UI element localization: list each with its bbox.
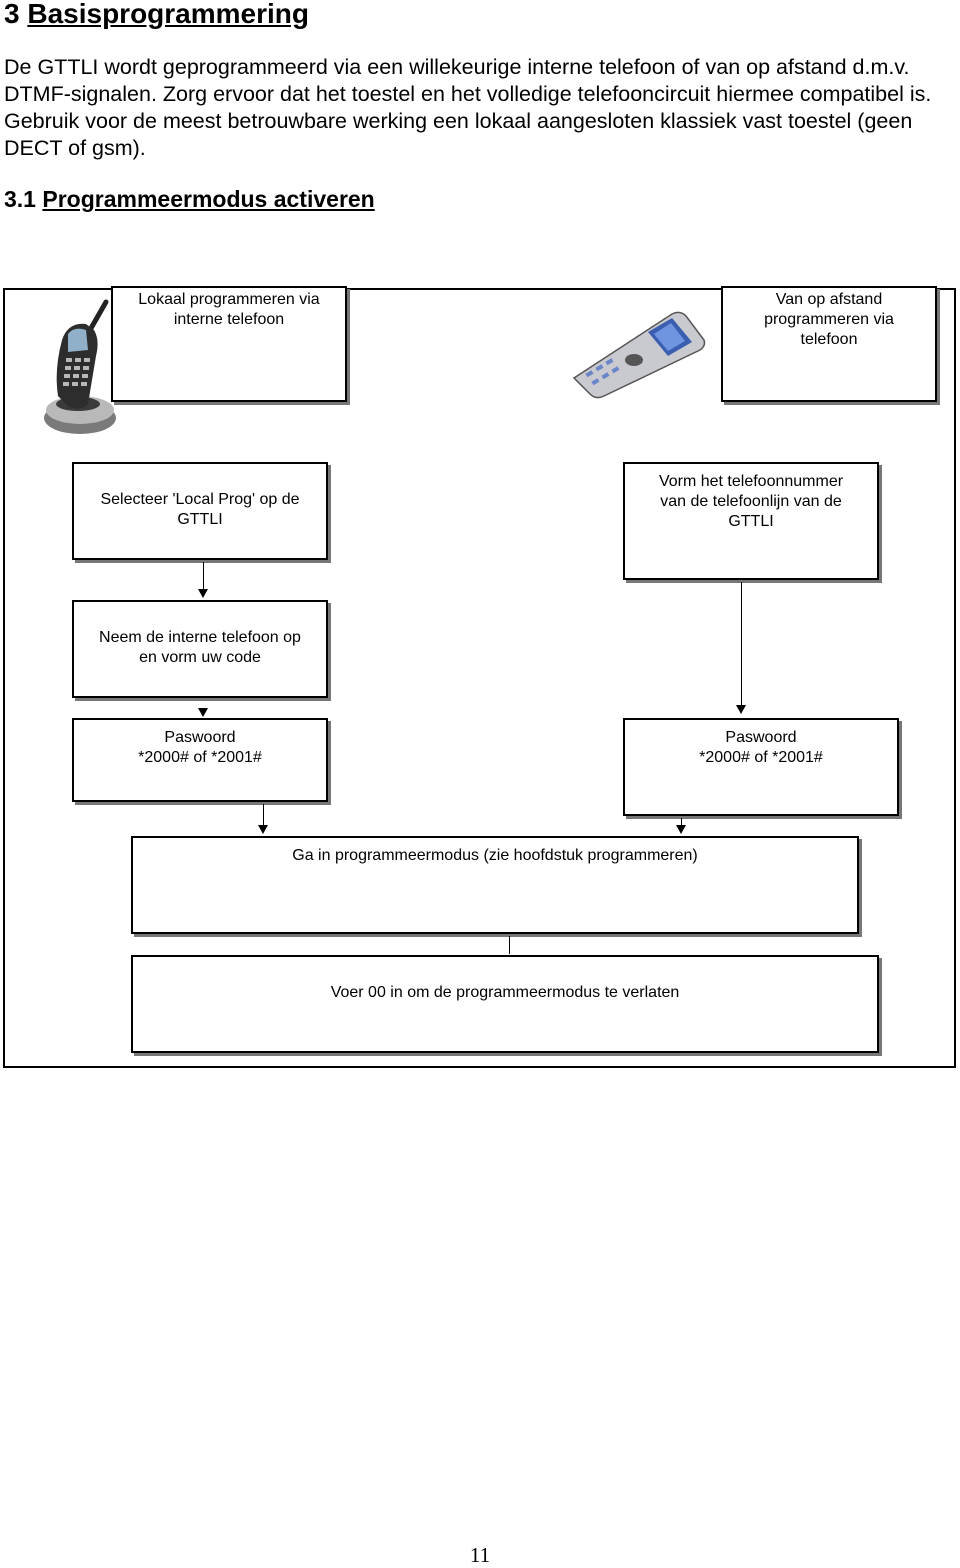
arrow-head [198, 708, 208, 717]
flowchart-frame [3, 288, 956, 1068]
local-password-codes: *2000# of *2001# [138, 749, 262, 766]
cordless-phone-icon [44, 299, 116, 434]
local-header-line1: Lokaal programmeren via [138, 291, 320, 308]
arrow-head [258, 825, 268, 834]
remote-password-label: Paswoord [725, 729, 797, 746]
section-number: 3.1 [4, 186, 36, 212]
local-programming-box: Lokaal programmeren via interne telefoon [111, 286, 347, 402]
enter-mode-text: Ga in programmeermodus (zie hoofdstuk pr… [292, 847, 698, 864]
enter-program-mode-box: Ga in programmeermodus (zie hoofdstuk pr… [131, 836, 859, 934]
remote-password-box: Paswoord *2000# of *2001# [623, 718, 899, 816]
remote-step1-line1: Vorm het telefoonnummer [658, 473, 844, 490]
connector-line [203, 562, 204, 590]
arrow-head [736, 705, 746, 714]
local-header-line2: interne telefoon [173, 311, 285, 328]
local-password-box: Paswoord *2000# of *2001# [72, 718, 328, 802]
arrow-head [676, 825, 686, 834]
local-step2-line2: en vorm uw code [139, 649, 261, 666]
arrow-head [198, 589, 208, 598]
chapter-number: 3 [4, 0, 20, 29]
chapter-title: Basisprogrammering [27, 0, 309, 29]
chapter-heading: 3 Basisprogrammering [4, 0, 309, 30]
exit-mode-text: Voer 00 in om de programmeermodus te ver… [330, 984, 680, 1001]
remote-password-codes: *2000# of *2001# [699, 749, 823, 766]
connector-line [741, 582, 742, 706]
remote-header-line1: Van op afstand [775, 291, 883, 308]
connector-line [263, 804, 264, 826]
remote-programming-box: Van op afstand programmeren via telefoon [721, 286, 937, 402]
select-local-prog-box: Selecteer 'Local Prog' op de GTTLI [72, 462, 328, 560]
exit-program-mode-box: Voer 00 in om de programmeermodus te ver… [131, 955, 879, 1053]
local-step2-line1: Neem de interne telefoon op [99, 629, 301, 646]
remote-step1-line2: van de telefoonlijn van de [660, 493, 842, 510]
mobile-phone-icon [572, 311, 706, 399]
local-step1-line2: GTTLI [177, 511, 223, 528]
local-step1-line1: Selecteer 'Local Prog' op de [100, 491, 300, 508]
pick-up-phone-box: Neem de interne telefoon op en vorm uw c… [72, 600, 328, 698]
section-title: Programmeermodus activeren [42, 186, 375, 212]
dial-number-box: Vorm het telefoonnummer van de telefoonl… [623, 462, 879, 580]
page-number: 11 [469, 1543, 491, 1567]
remote-step1-line3: GTTLI [728, 513, 774, 530]
section-heading: 3.1 Programmeermodus activeren [4, 186, 375, 213]
connector-line [509, 936, 510, 954]
remote-header-line2: programmeren via [764, 311, 894, 328]
remote-header-line3: telefoon [800, 331, 858, 348]
intro-paragraph: De GTTLI wordt geprogrammeerd via een wi… [4, 55, 932, 160]
connector-line [681, 818, 682, 826]
local-password-label: Paswoord [164, 729, 236, 746]
